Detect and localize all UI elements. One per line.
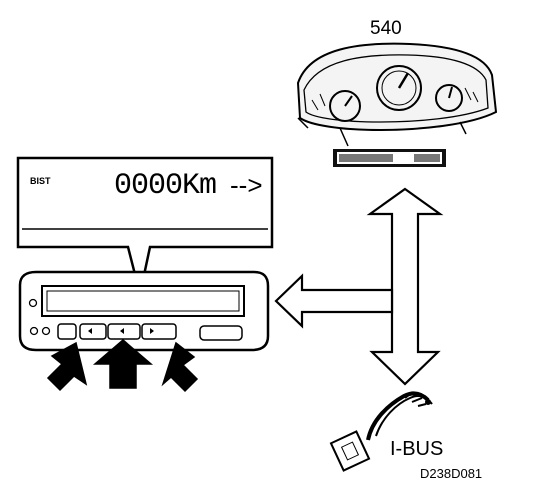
button-press-arrows <box>46 339 199 393</box>
odometer-readout: 0000Km <box>114 169 217 203</box>
figure-code: D238D081 <box>420 466 483 481</box>
unit-button[interactable] <box>57 323 77 340</box>
indicator-led <box>41 326 51 336</box>
right-gauge <box>435 84 463 112</box>
cluster-model-label: 540 <box>370 18 402 39</box>
cluster-display-strip <box>333 149 446 167</box>
next-arrow-icon: --> <box>230 170 263 200</box>
press-arrow <box>92 339 154 389</box>
left-arrow <box>274 273 394 329</box>
bus-label: I-BUS <box>390 438 444 460</box>
press-arrow <box>46 341 88 392</box>
display-unit <box>18 270 270 352</box>
unit-button[interactable] <box>199 325 243 341</box>
unit-button[interactable] <box>79 323 107 340</box>
indicator-led <box>29 326 39 336</box>
press-arrow <box>161 341 199 393</box>
display-panel <box>16 156 274 295</box>
instrument-cluster <box>296 42 498 147</box>
speedometer-gauge <box>376 65 422 111</box>
unit-button[interactable] <box>107 323 141 340</box>
left-gauge <box>329 90 361 122</box>
ibus-connector <box>329 391 433 472</box>
connector-plug <box>329 430 371 472</box>
indicator-led <box>28 298 38 308</box>
display-mode-indicator: BIST <box>30 176 51 186</box>
bidirectional-arrow <box>366 187 444 386</box>
unit-lcd-screen <box>41 285 245 317</box>
unit-button[interactable] <box>141 323 177 340</box>
